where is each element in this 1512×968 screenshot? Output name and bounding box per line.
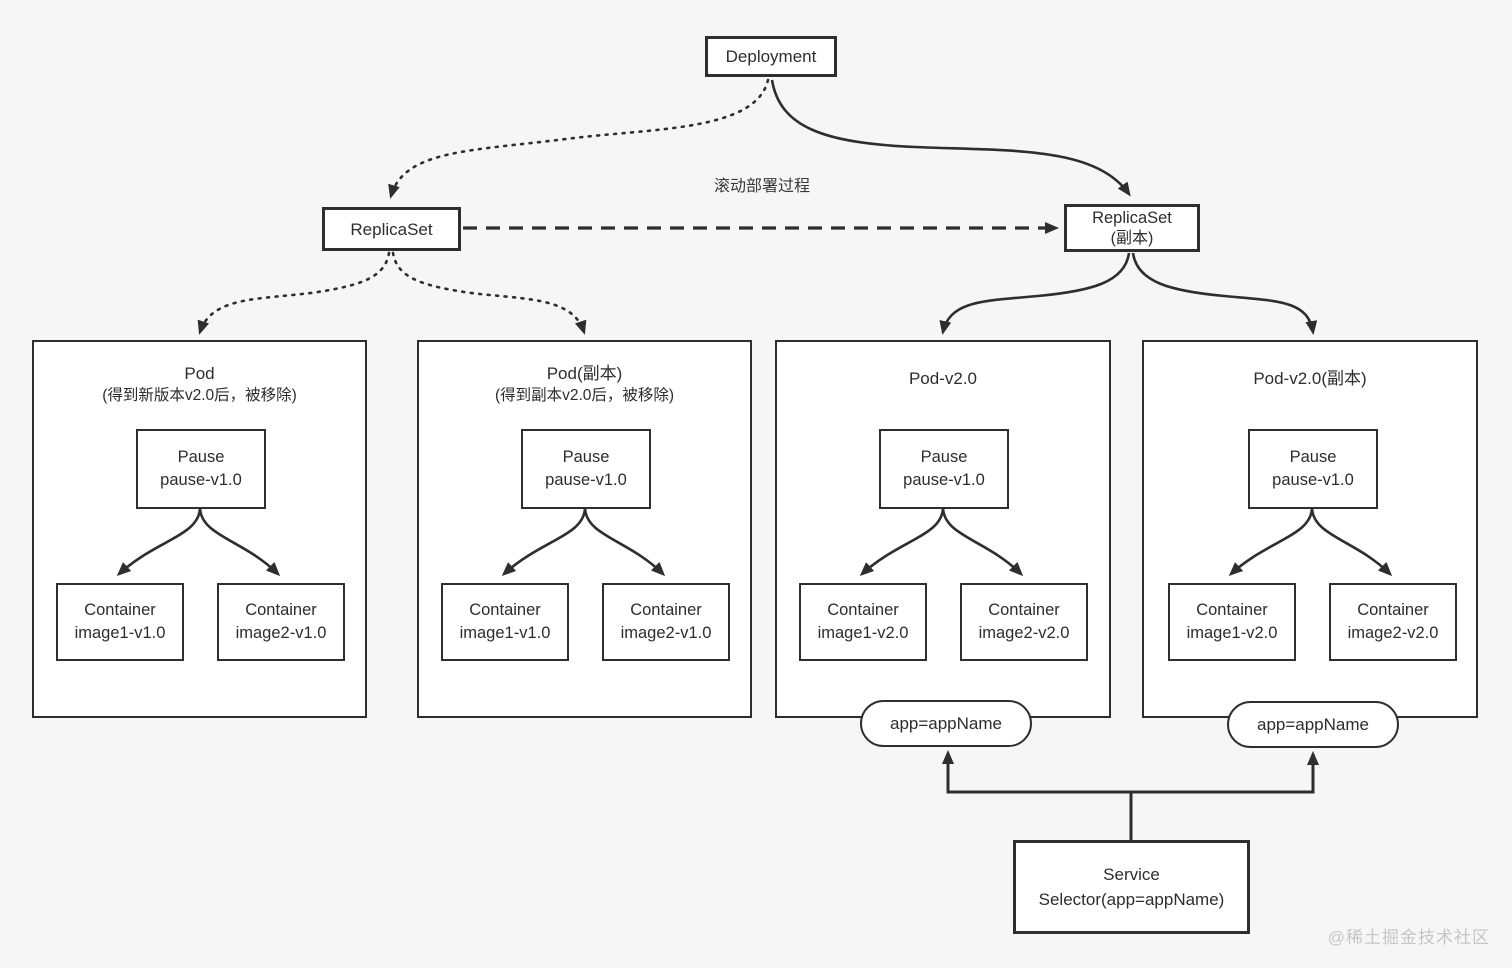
replicaset-right-node: ReplicaSet (副本) [1064, 204, 1200, 252]
pod3-container1-node: Container image1-v2.0 [799, 583, 927, 661]
pod1-pause-version: pause-v1.0 [160, 471, 242, 489]
pod1-pause-node: Pause pause-v1.0 [136, 429, 266, 509]
pod2-title-block: Pod(副本) (得到副本v2.0后，被移除) [419, 362, 750, 407]
pod3-container2-node: Container image2-v2.0 [960, 583, 1088, 661]
replicaset-left-label: ReplicaSet [350, 219, 433, 239]
edge-replicaset-left-to-pod1 [197, 251, 391, 335]
pod2-container2-image: image2-v1.0 [620, 624, 712, 642]
pod4-pause-title: Pause [1289, 448, 1337, 466]
rolling-process-label: 滚动部署过程 [714, 178, 811, 195]
pod3-title-block: Pod-v2.0 [777, 367, 1109, 390]
pod2-container1-title: Container [469, 601, 541, 619]
edge-deployment-to-replicaset-left [388, 78, 770, 199]
replicaset-left-node: ReplicaSet [322, 207, 461, 251]
edge-replicaset-left-to-pod2 [391, 251, 587, 335]
pod3-pause-node: Pause pause-v1.0 [879, 429, 1009, 509]
pod1-node: Pod (得到新版本v2.0后，被移除) Pause pause-v1.0 Co… [32, 340, 367, 718]
pod4-container1-image: image1-v2.0 [1186, 624, 1278, 642]
pod4-selector-badge: app=appName [1227, 701, 1399, 748]
pod4-container2-image: image2-v2.0 [1347, 624, 1439, 642]
pod2-container2-node: Container image2-v1.0 [602, 583, 730, 661]
pod3-node: Pod-v2.0 Pause pause-v1.0 Container imag… [775, 340, 1111, 718]
pod1-container2-image: image2-v1.0 [235, 624, 327, 642]
pod3-pause-title: Pause [920, 448, 968, 466]
service-title: Service [1103, 865, 1160, 884]
service-selector: Selector(app=appName) [1038, 890, 1225, 909]
pod1-container2-title: Container [245, 601, 317, 619]
pod3-title: Pod-v2.0 [908, 369, 978, 388]
pod2-pause-title: Pause [562, 448, 610, 466]
pod2-pause-node: Pause pause-v1.0 [521, 429, 651, 509]
pod2-container1-image: image1-v1.0 [459, 624, 551, 642]
pod1-title: Pod [184, 364, 215, 383]
pod2-pause-version: pause-v1.0 [545, 471, 627, 489]
edge-replicaset-right-to-pod4 [1131, 252, 1318, 335]
pod4-node: Pod-v2.0(副本) Pause pause-v1.0 Container … [1142, 340, 1478, 718]
deployment-node: Deployment [705, 36, 837, 77]
pod4-title-block: Pod-v2.0(副本) [1144, 367, 1476, 390]
service-node: Service Selector(app=appName) [1013, 840, 1250, 934]
deployment-label: Deployment [725, 47, 817, 66]
pod2-container2-title: Container [630, 601, 702, 619]
pod3-pause-version: pause-v1.0 [903, 471, 985, 489]
pod3-container1-title: Container [827, 601, 899, 619]
replicaset-right-sublabel: (副本) [1110, 229, 1154, 247]
pod1-container1-title: Container [84, 601, 156, 619]
pod4-title: Pod-v2.0(副本) [1253, 369, 1367, 388]
pod2-node: Pod(副本) (得到副本v2.0后，被移除) Pause pause-v1.0… [417, 340, 752, 718]
pod3-container2-image: image2-v2.0 [978, 624, 1070, 642]
pod2-container1-node: Container image1-v1.0 [441, 583, 569, 661]
edge-service-to-badges [942, 750, 1319, 840]
pod3-container2-title: Container [988, 601, 1060, 619]
pod4-container1-node: Container image1-v2.0 [1168, 583, 1296, 661]
pod1-subtitle: (得到新版本v2.0后，被移除) [102, 387, 297, 404]
pod1-container1-node: Container image1-v1.0 [56, 583, 184, 661]
pod1-container1-image: image1-v1.0 [74, 624, 166, 642]
pod4-container2-node: Container image2-v2.0 [1329, 583, 1457, 661]
pod1-pause-title: Pause [177, 448, 225, 466]
edge-deployment-to-replicaset-right [770, 79, 1131, 197]
pod4-pause-version: pause-v1.0 [1272, 471, 1354, 489]
pod4-container1-title: Container [1196, 601, 1268, 619]
pod2-subtitle: (得到副本v2.0后，被移除) [494, 387, 675, 404]
pod3-selector-badge: app=appName [860, 700, 1032, 747]
pod3-container1-image: image1-v2.0 [817, 624, 909, 642]
watermark: @稀土掘金技术社区 [1327, 928, 1490, 947]
edge-replicaset-right-to-pod3 [939, 252, 1131, 335]
pod2-title: Pod(副本) [546, 364, 623, 383]
replicaset-right-label: ReplicaSet [1092, 208, 1172, 227]
pod4-container2-title: Container [1357, 601, 1429, 619]
pod4-pause-node: Pause pause-v1.0 [1248, 429, 1378, 509]
pod1-container2-node: Container image2-v1.0 [217, 583, 345, 661]
pod1-title-block: Pod (得到新版本v2.0后，被移除) [34, 362, 365, 407]
